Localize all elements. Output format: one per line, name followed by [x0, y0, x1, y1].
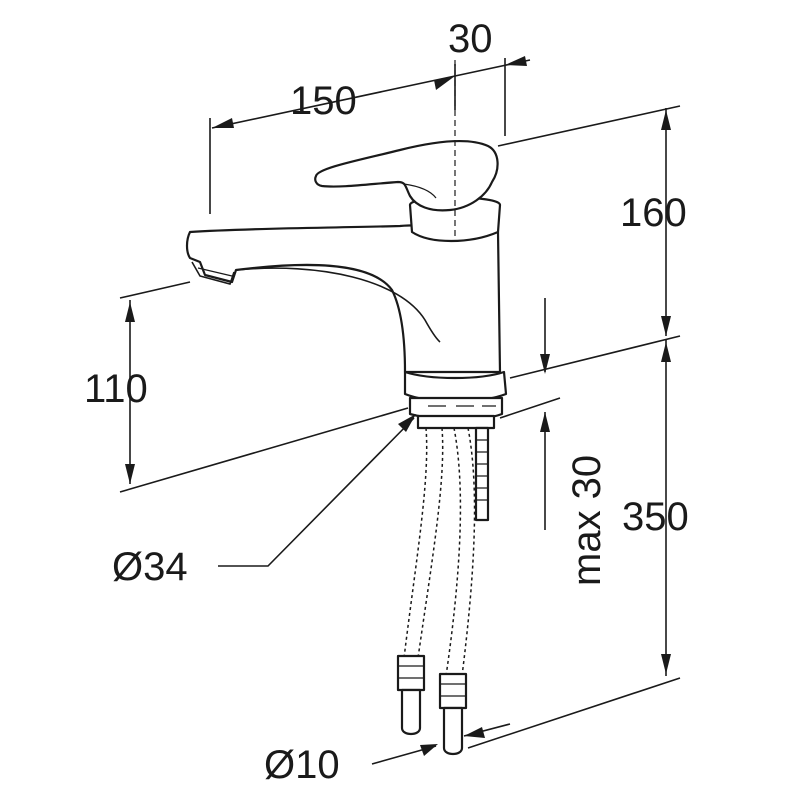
ext-line-deck: [509, 335, 681, 379]
arrow-diameter-10-left: [420, 744, 438, 756]
hose-fitting-left: [396, 654, 426, 692]
hose-pipe-left: [400, 688, 422, 736]
hose-fitting-right: [438, 672, 468, 710]
lever-detail: [403, 183, 437, 199]
threaded-stud-shank: [474, 426, 490, 522]
hose-pipe-right: [442, 706, 464, 756]
arrow-160-bottom: [661, 316, 671, 336]
label-spout-reach: 150: [290, 79, 357, 123]
ext-line-deck-left: [119, 407, 409, 493]
ext-line-top-160: [497, 105, 681, 147]
spout-nozzle: [191, 261, 235, 285]
stud-threads: [476, 439, 488, 501]
label-hose-diameter: Ø10: [264, 743, 340, 787]
ext-line-spout-outlet: [119, 281, 191, 299]
arrow-150-right: [434, 76, 455, 90]
spout-underside: [235, 267, 441, 343]
arrow-110-bottom: [125, 464, 135, 484]
arrow-max30-down: [540, 354, 550, 374]
label-total-height: 350: [622, 495, 689, 539]
spout-aerator-line: [197, 267, 233, 277]
label-offset-top: 30: [448, 17, 493, 61]
hose-left-a: [403, 427, 428, 659]
ext-line-hose-bottom: [467, 677, 681, 749]
fitting-right-grooves: [440, 683, 466, 697]
dimension-labels: 150 30 160 110 350 max 30 Ø34 Ø10: [84, 17, 689, 787]
dimension-lines: [119, 56, 681, 765]
ext-line-deck-underside: [499, 397, 561, 419]
faucet-spout: [185, 224, 502, 374]
arrow-diameter-34: [398, 414, 416, 432]
arrow-110-top: [125, 302, 135, 322]
arrow-160-top: [661, 110, 671, 130]
label-base-diameter: Ø34: [112, 545, 188, 589]
hose-right-b: [461, 427, 476, 677]
dim-line-150: [211, 75, 456, 129]
threaded-stud: [416, 414, 496, 430]
hose-right-a: [445, 427, 462, 677]
faucet-lever: [314, 139, 499, 212]
faucet-outline: [185, 60, 508, 522]
arrow-150-left: [212, 118, 234, 128]
arrow-max30-up: [540, 412, 550, 432]
supply-hoses: [396, 427, 476, 756]
label-height-above-spout: 160: [620, 191, 687, 235]
arrow-350-bottom: [661, 654, 671, 674]
hose-left-b: [417, 427, 444, 659]
arrow-350-top: [661, 342, 671, 362]
arrow-diameter-10-right: [464, 727, 485, 738]
leader-diameter-34: [218, 417, 415, 567]
label-max-deck-thickness: max 30: [565, 455, 609, 586]
arrow-30-right: [505, 56, 527, 66]
label-spout-height: 110: [84, 367, 148, 411]
fitting-left-grooves: [398, 665, 424, 679]
